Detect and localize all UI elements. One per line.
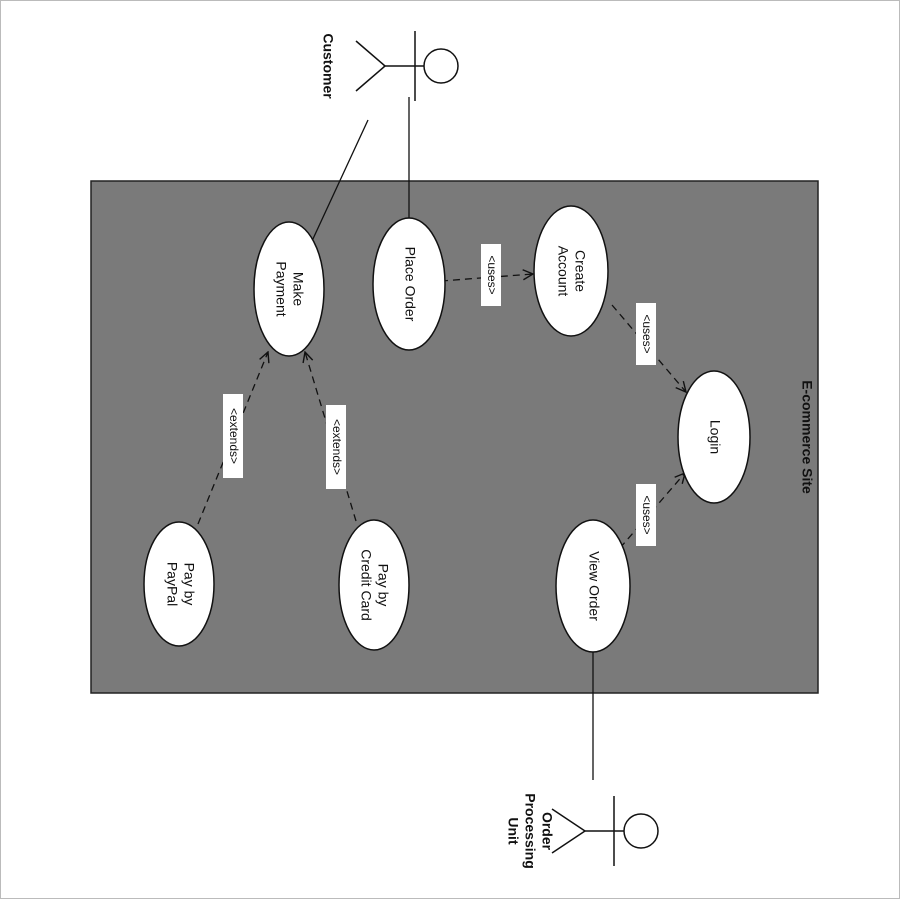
- actor-customer: Customer: [320, 31, 459, 101]
- use-case-make-payment: Make Payment: [253, 221, 325, 357]
- actor-order-processing-unit: Order Processing Unit: [505, 793, 659, 869]
- actor-customer-leg-2: [355, 65, 386, 92]
- actor-opu-leg-2: [551, 830, 586, 854]
- actor-opu-label-line-3: Unit: [505, 817, 521, 845]
- uses-place-order-create-account: [440, 274, 533, 282]
- actor-opu-label-line-1: Order: [539, 812, 555, 851]
- association-customer-make-payment: [311, 119, 369, 242]
- svg-text:View Order: View Order: [586, 551, 602, 621]
- stereotype-extends-1: <extends>: [223, 394, 243, 478]
- actor-customer-leg-1: [355, 40, 386, 67]
- stereotype-uses-2: <uses>: [636, 303, 656, 365]
- stereotype-uses-3: <uses>: [636, 484, 656, 546]
- actor-opu-head: [623, 813, 659, 849]
- actor-customer-label: Customer: [320, 33, 336, 99]
- svg-text:Pay by: Pay by: [181, 563, 197, 606]
- extends-paypal-make-payment: [197, 352, 268, 525]
- use-case-place-order: Place Order: [372, 217, 446, 351]
- use-case-pay-by-paypal: Pay by PayPal: [143, 521, 215, 647]
- actor-customer-head: [423, 48, 459, 84]
- svg-text:Payment: Payment: [273, 261, 289, 316]
- svg-text:Account: Account: [555, 246, 571, 297]
- stereotype-uses-1: <uses>: [481, 244, 501, 306]
- svg-text:Make: Make: [290, 272, 306, 306]
- svg-text:<uses>: <uses>: [640, 314, 654, 353]
- use-case-create-account: Create Account: [533, 205, 609, 337]
- actor-opu-leg-1: [551, 808, 586, 832]
- svg-text:Create: Create: [572, 250, 588, 292]
- svg-text:<uses>: <uses>: [485, 255, 499, 294]
- system-name: E-commerce Site: [799, 380, 815, 494]
- stereotype-extends-2: <extends>: [326, 405, 346, 489]
- actor-opu-label-line-2: Processing: [522, 793, 538, 868]
- use-case-view-order: View Order: [555, 519, 631, 653]
- svg-text:PayPal: PayPal: [164, 562, 180, 606]
- svg-text:<extends>: <extends>: [227, 408, 241, 464]
- svg-text:<extends>: <extends>: [330, 419, 344, 475]
- use-case-pay-by-credit-card: Pay by Credit Card: [338, 519, 410, 651]
- svg-text:Pay by: Pay by: [375, 564, 391, 607]
- svg-text:Place Order: Place Order: [402, 247, 418, 322]
- svg-text:<uses>: <uses>: [640, 495, 654, 534]
- svg-text:Login: Login: [707, 420, 723, 454]
- use-case-login: Login: [677, 370, 751, 504]
- svg-text:Credit Card: Credit Card: [358, 549, 374, 621]
